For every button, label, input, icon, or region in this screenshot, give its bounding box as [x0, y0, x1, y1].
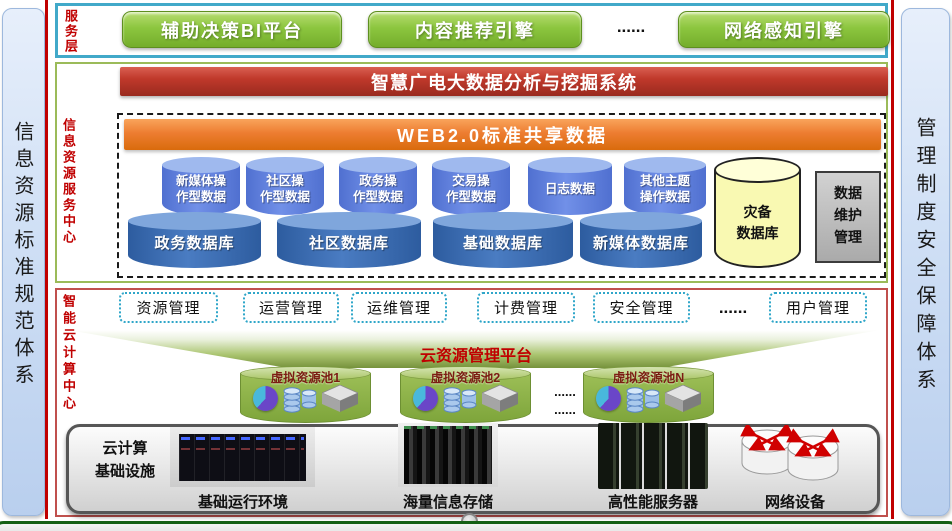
- maintenance-mgmt-box: 运维管理: [351, 292, 447, 323]
- network-device-caption: 网络设备: [764, 494, 825, 511]
- user-mgmt-box: 用户管理: [769, 292, 867, 323]
- resource-mgmt-box: 资源管理: [119, 292, 218, 323]
- management-ellipsis: ......: [718, 298, 748, 317]
- op-db-transaction-cylinder: 交易操 作型数据: [432, 157, 510, 215]
- pie-chart-icon: [253, 385, 278, 411]
- service-layer-label: 服务层: [63, 9, 78, 54]
- mass-storage-caption: 海量信息存储: [402, 494, 493, 511]
- pie-chart-icon: [413, 385, 438, 411]
- db-government-cylinder: 政务数据库: [128, 212, 261, 268]
- server-box-icon: [322, 384, 358, 412]
- op-db-community-cylinder: 社区操 作型数据: [246, 157, 324, 215]
- bi-platform-button: 辅助决策BI平台: [122, 11, 342, 48]
- virtual-pool-n: 虚拟资源池N: [583, 366, 714, 423]
- op-db-government-cylinder: 政务操 作型数据: [339, 157, 417, 215]
- op-db-log-cylinder: 日志数据: [528, 157, 612, 215]
- db-community-cylinder: 社区数据库: [277, 212, 421, 268]
- info-resource-center-label: 信息资源服务中心: [61, 118, 76, 246]
- high-performance-server-image: [598, 423, 708, 489]
- database-stack-icon: [626, 387, 660, 413]
- cloud-infrastructure-label: 云计算 基础设施: [94, 440, 155, 480]
- server-box-icon: [482, 384, 518, 412]
- web20-shared-data-banner: WEB2.0标准共享数据: [124, 119, 881, 150]
- cloud-platform-label: 云资源管理平台: [419, 348, 532, 365]
- right-red-divider: [891, 0, 894, 519]
- network-sense-button: 网络感知引擎: [678, 11, 890, 48]
- db-basic-cylinder: 基础数据库: [433, 212, 573, 268]
- mass-storage-image: [398, 423, 498, 487]
- security-mgmt-box: 安全管理: [593, 292, 690, 323]
- content-recommend-button: 内容推荐引擎: [368, 11, 582, 48]
- disaster-backup-db-cylinder: 灾备 数据库: [714, 157, 801, 268]
- right-security-system-panel: 管理制度安全保障体系: [901, 8, 950, 516]
- left-panel-text: 信息资源标准规范体系: [11, 121, 35, 391]
- database-stack-icon: [443, 387, 477, 413]
- cloud-center-label: 智能云计算中心: [61, 294, 76, 413]
- right-panel-text: 管理制度安全保障体系: [913, 117, 937, 397]
- pool-ellipsis: ...... ......: [554, 384, 576, 418]
- operation-mgmt-box: 运营管理: [243, 292, 339, 323]
- op-db-other-cylinder: 其他主题 操作数据: [624, 157, 706, 215]
- shared-data-dashed-frame: [117, 113, 886, 278]
- billing-mgmt-box: 计费管理: [477, 292, 575, 323]
- left-red-divider: [45, 0, 48, 519]
- op-db-newmedia-cylinder: 新媒体操 作型数据: [162, 157, 240, 215]
- data-maintenance-box: 数据 维护 管理: [815, 171, 881, 263]
- network-router-icon: [740, 425, 840, 481]
- pie-chart-icon: [596, 385, 621, 411]
- server-box-icon: [665, 384, 701, 412]
- hp-server-caption: 高性能服务器: [607, 494, 698, 511]
- database-stack-icon: [283, 387, 317, 413]
- db-newmedia-cylinder: 新媒体数据库: [580, 212, 702, 268]
- base-runtime-caption: 基础运行环境: [197, 494, 288, 511]
- left-standard-system-panel: 信息资源标准规范体系: [2, 8, 45, 516]
- server-room-image: [170, 427, 315, 487]
- bottom-green-bar: [0, 521, 952, 531]
- virtual-pool-1: 虚拟资源池1: [240, 366, 371, 423]
- service-layer-ellipsis: ......: [616, 17, 646, 36]
- system-title-banner: 智慧广电大数据分析与挖掘系统: [120, 67, 888, 96]
- virtual-pool-2: 虚拟资源池2: [400, 366, 531, 423]
